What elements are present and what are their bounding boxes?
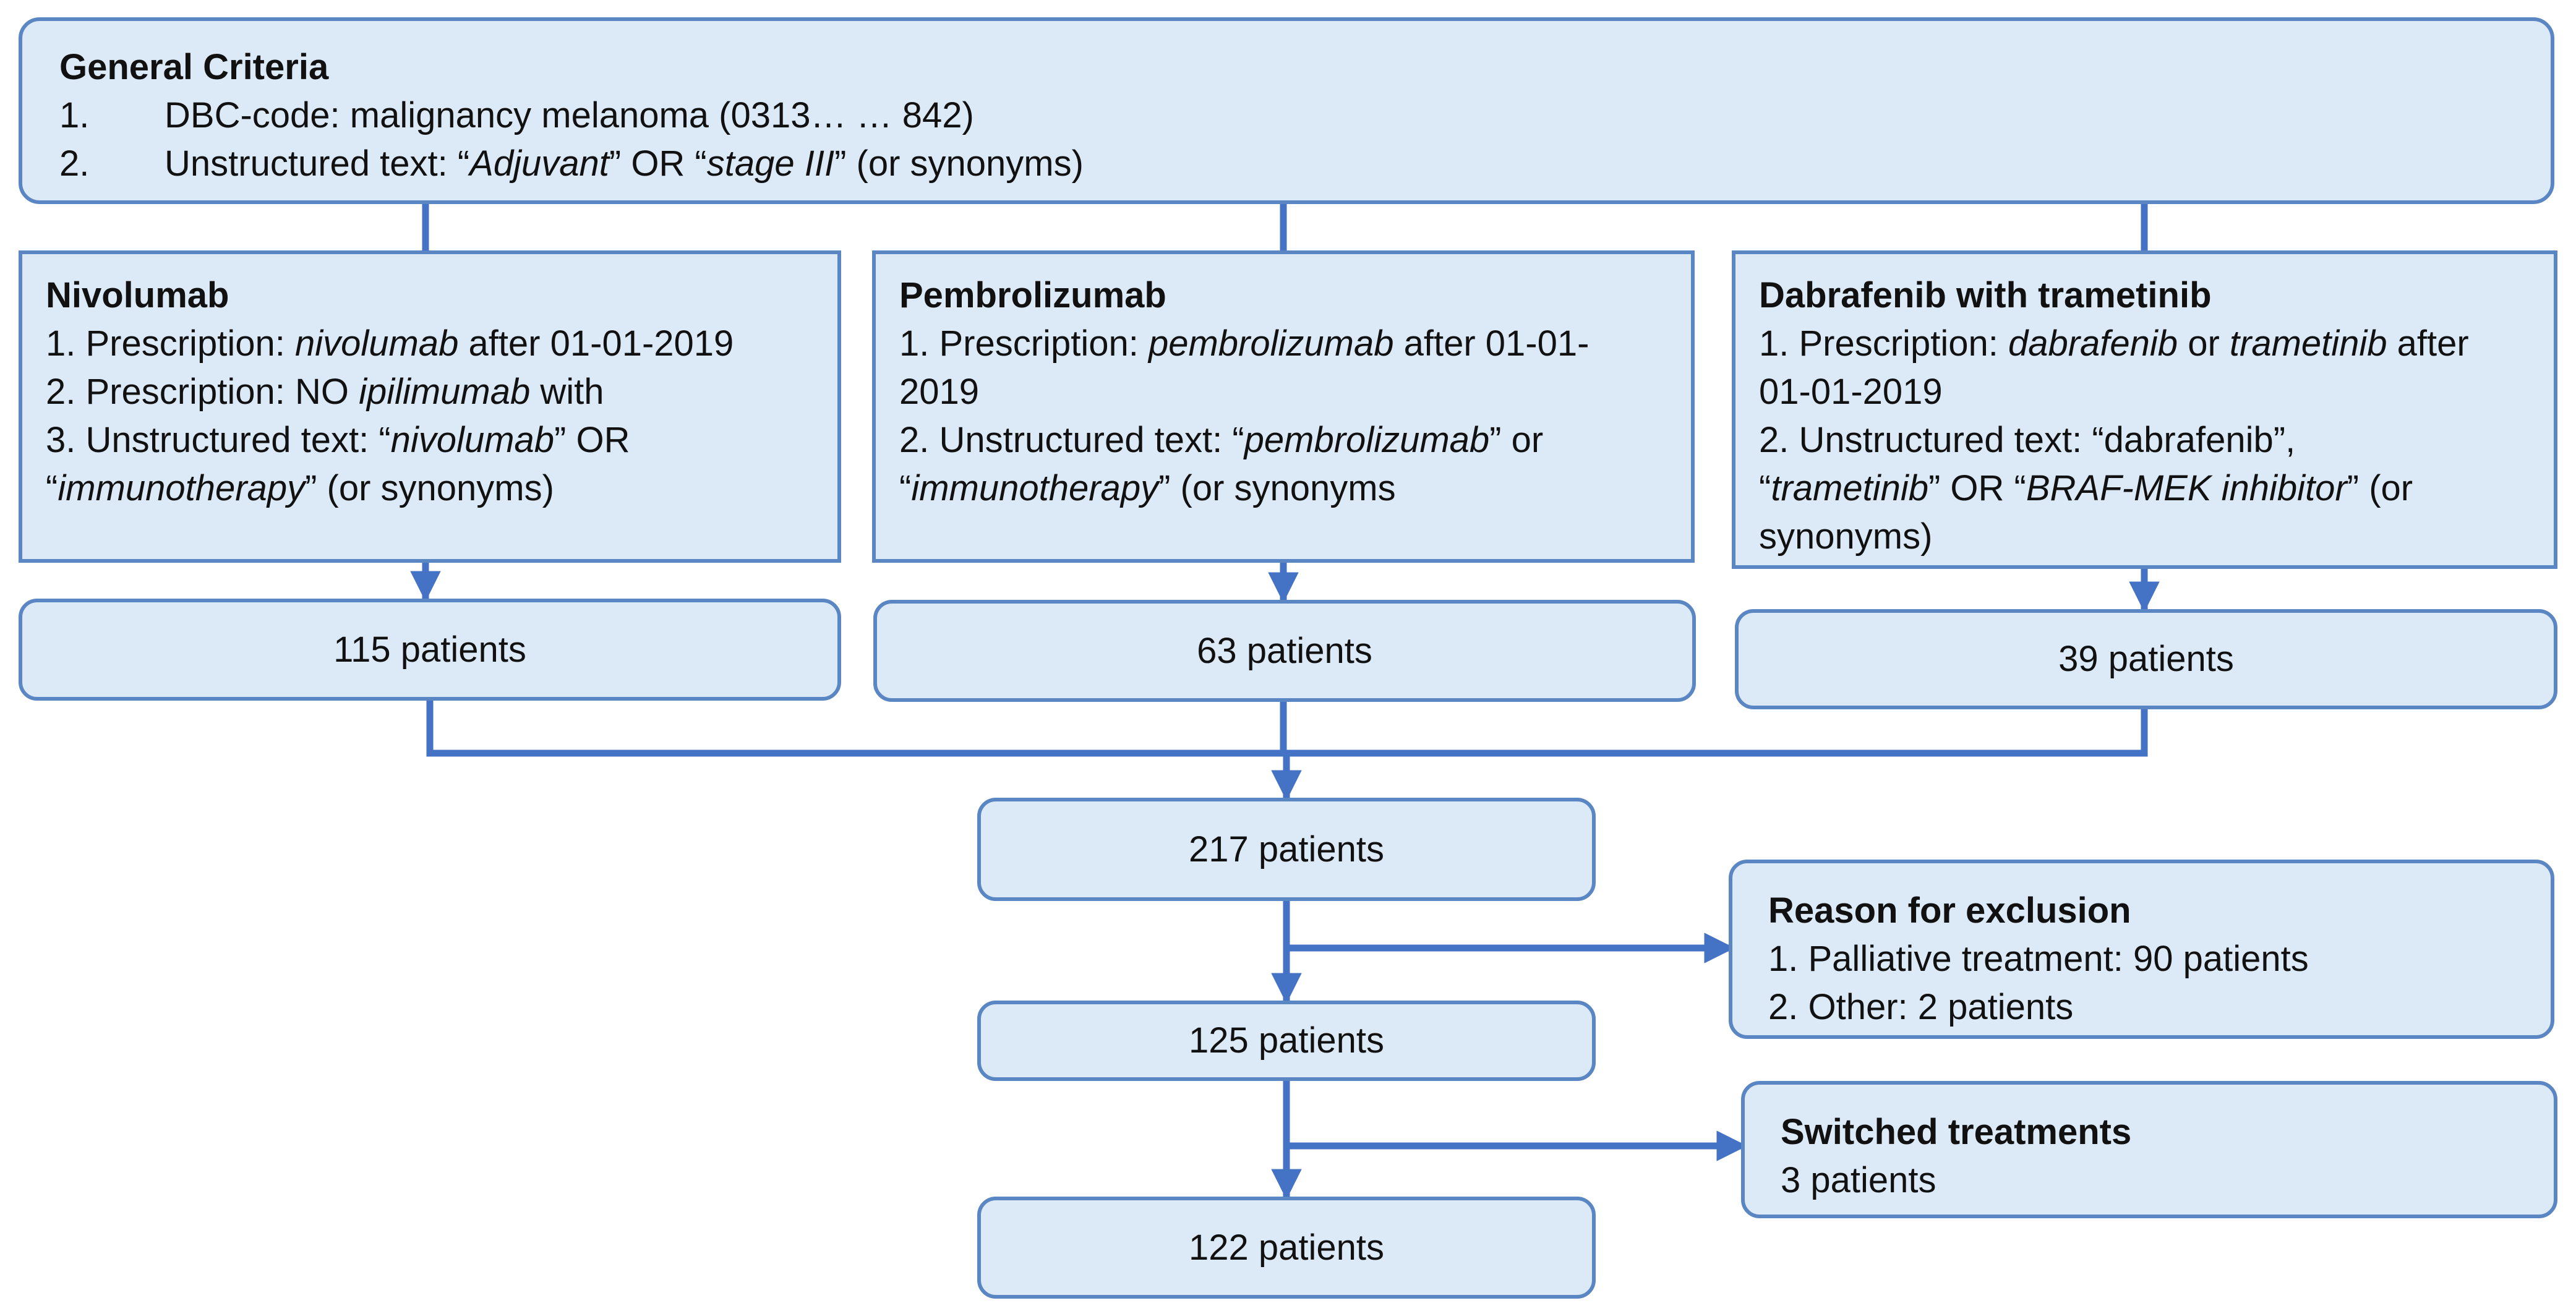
dabrafenib-count: 39 patients bbox=[2058, 639, 2234, 679]
switched-title: Switched treatments bbox=[1781, 1112, 2132, 1152]
dabrafenib-criteria-box: Dabrafenib with trametinib 1. Prescripti… bbox=[1732, 250, 2557, 569]
total-count: 217 patients bbox=[1188, 829, 1385, 869]
nivolumab-count: 115 patients bbox=[333, 629, 526, 670]
exclusion-box: Reason for exclusion 1. Palliative treat… bbox=[1729, 860, 2554, 1039]
final-count: 122 patients bbox=[1188, 1227, 1385, 1268]
general-criteria-item-2: 2.Unstructured text: “Adjuvant” OR “stag… bbox=[59, 143, 1084, 184]
nivolumab-title: Nivolumab bbox=[46, 275, 229, 315]
after-exclusion-count: 125 patients bbox=[1188, 1020, 1385, 1061]
switched-treatments-box: Switched treatments 3 patients bbox=[1741, 1081, 2557, 1218]
exclusion-item-2: 2. Other: 2 patients bbox=[1768, 987, 2074, 1027]
final-count-box: 122 patients bbox=[977, 1197, 1596, 1299]
nivolumab-criteria-box: Nivolumab 1. Prescription: nivolumab aft… bbox=[19, 250, 841, 563]
general-criteria-item-1: 1.DBC-code: malignancy melanoma (0313… …… bbox=[59, 95, 974, 135]
general-criteria-box: General Criteria 1.DBC-code: malignancy … bbox=[19, 17, 2554, 204]
pembrolizumab-count: 63 patients bbox=[1197, 630, 1372, 671]
general-criteria-title: General Criteria bbox=[59, 47, 329, 87]
after-exclusion-count-box: 125 patients bbox=[977, 1001, 1596, 1081]
dabrafenib-title: Dabrafenib with trametinib bbox=[1759, 275, 2212, 315]
pembrolizumab-title: Pembrolizumab bbox=[899, 275, 1166, 315]
switched-count: 3 patients bbox=[1781, 1160, 1936, 1200]
nivolumab-count-box: 115 patients bbox=[19, 599, 841, 701]
dabrafenib-count-box: 39 patients bbox=[1735, 609, 2557, 709]
pembrolizumab-criteria-box: Pembrolizumab 1. Prescription: pembroliz… bbox=[872, 250, 1695, 563]
exclusion-item-1: 1. Palliative treatment: 90 patients bbox=[1768, 939, 2309, 979]
total-count-box: 217 patients bbox=[977, 798, 1596, 901]
pembrolizumab-count-box: 63 patients bbox=[873, 600, 1696, 702]
exclusion-title: Reason for exclusion bbox=[1768, 890, 2131, 931]
